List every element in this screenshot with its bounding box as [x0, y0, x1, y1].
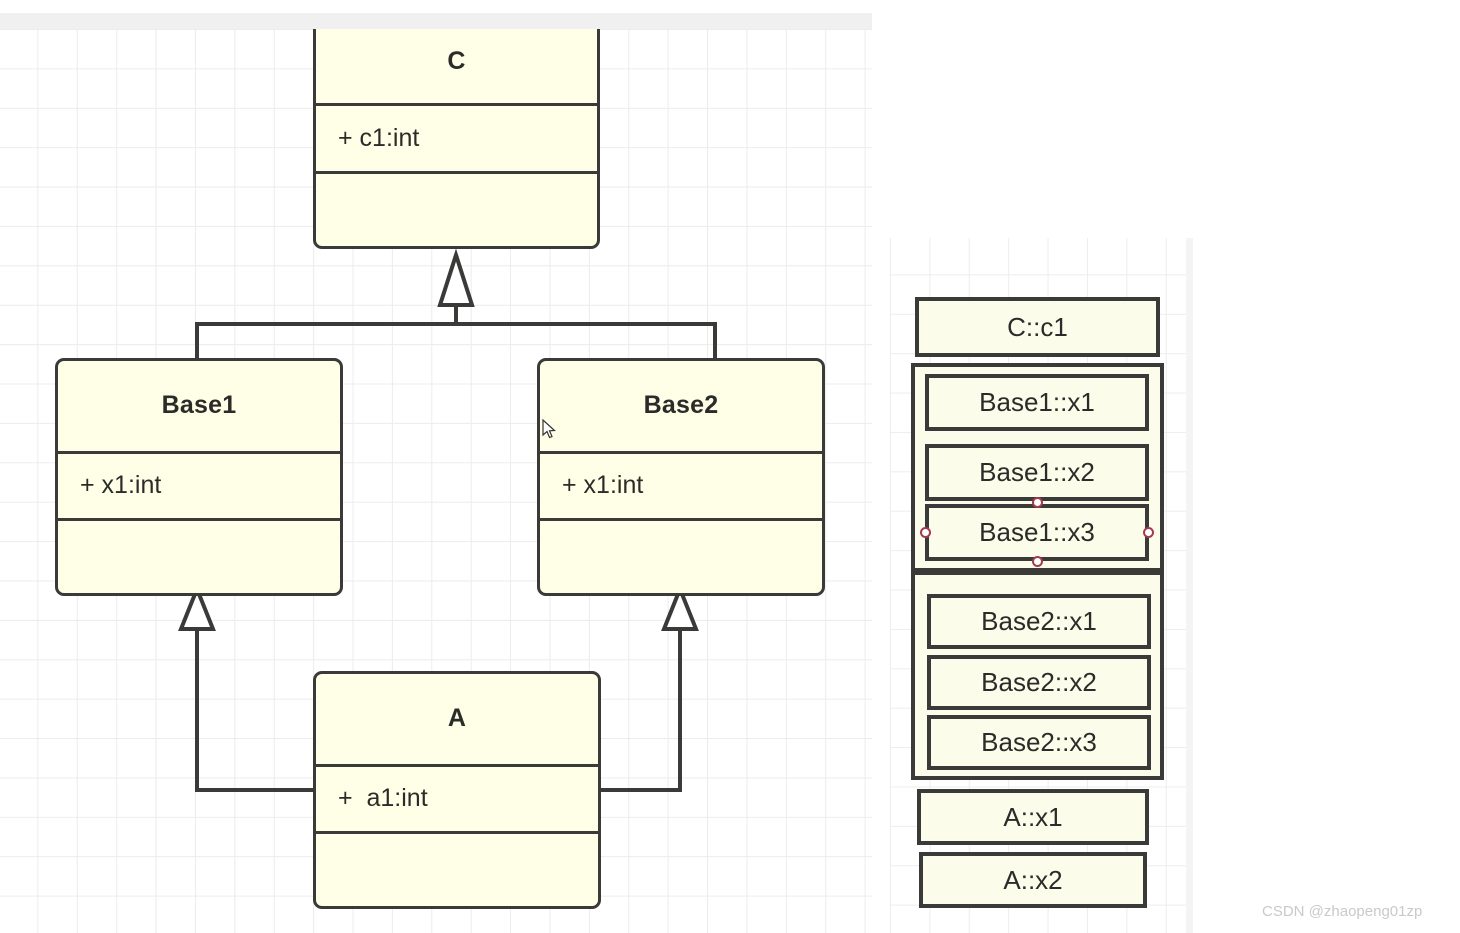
- class-diagram-canvas[interactable]: C + c1:int Base1 + x1:int Base2 + x1:int…: [0, 29, 872, 933]
- mouse-cursor-icon: [542, 419, 556, 439]
- memory-slot-base2-x3[interactable]: Base2::x3: [927, 715, 1151, 770]
- uml-class-c[interactable]: C + c1:int: [313, 29, 600, 249]
- memory-layout-scrollbar[interactable]: [1186, 238, 1193, 933]
- memory-slot-a-x1[interactable]: A::x1: [917, 789, 1149, 845]
- memory-slot-base1-x1[interactable]: Base1::x1: [925, 374, 1149, 431]
- edge-a-base1: [195, 627, 315, 792]
- memory-slot-base1-x3[interactable]: Base1::x3: [925, 504, 1149, 561]
- edge-c-trunk: [195, 322, 717, 360]
- uml-class-base1[interactable]: Base1 + x1:int: [55, 358, 343, 596]
- uml-class-a-operations: [316, 834, 598, 906]
- uml-class-base2-operations: [540, 521, 822, 593]
- canvas-top-strip: [0, 13, 872, 29]
- uml-class-c-operations: [316, 174, 597, 246]
- memory-slot-c-c1[interactable]: C::c1: [915, 297, 1160, 357]
- uml-class-base2-attributes: + x1:int: [540, 454, 822, 522]
- uml-class-base2-name: Base2: [540, 361, 822, 454]
- uml-class-base2[interactable]: Base2 + x1:int: [537, 358, 825, 596]
- memory-slot-a-x2[interactable]: A::x2: [919, 852, 1147, 908]
- memory-slot-base2-x2[interactable]: Base2::x2: [927, 655, 1151, 710]
- uml-class-a-attributes: + a1:int: [316, 767, 598, 835]
- selection-handle-left[interactable]: [920, 527, 931, 538]
- uml-class-a[interactable]: A + a1:int: [313, 671, 601, 909]
- memory-slot-base1-x2[interactable]: Base1::x2: [925, 444, 1149, 501]
- uml-class-base1-attributes: + x1:int: [58, 454, 340, 522]
- selection-handle-top[interactable]: [1032, 497, 1043, 508]
- selection-handle-right[interactable]: [1143, 527, 1154, 538]
- selection-handle-bottom[interactable]: [1032, 556, 1043, 567]
- edge-a-base2: [599, 627, 682, 792]
- uml-class-base1-name: Base1: [58, 361, 340, 454]
- uml-class-a-name: A: [316, 674, 598, 767]
- uml-class-c-name: C: [316, 29, 597, 106]
- uml-class-base1-operations: [58, 521, 340, 593]
- watermark-text: CSDN @zhaopeng01zp: [1262, 903, 1423, 920]
- memory-slot-base2-x1[interactable]: Base2::x1: [927, 594, 1151, 649]
- arrowhead-to-c: [437, 248, 475, 307]
- uml-class-c-attributes: + c1:int: [316, 106, 597, 174]
